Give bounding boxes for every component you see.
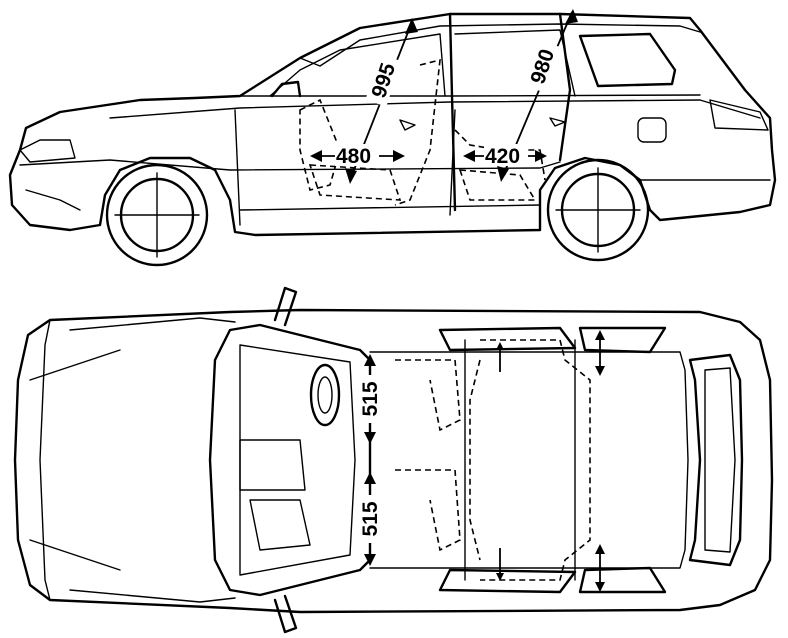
side-rear-window	[578, 32, 677, 88]
front-wheel	[105, 163, 209, 267]
side-view	[8, 9, 777, 267]
top-body-outline	[13, 308, 774, 614]
top-mirror-lower	[273, 594, 298, 634]
label-rear-legroom: 420	[485, 145, 520, 168]
top-rear-window	[688, 353, 744, 567]
top-mirror-upper	[273, 286, 298, 327]
top-windshield	[208, 323, 372, 597]
rear-wheel	[546, 158, 650, 262]
label-lower-shoulder: 515	[359, 501, 382, 536]
label-rear-headroom: 980	[526, 46, 559, 86]
label-upper-shoulder: 515	[359, 381, 382, 416]
label-front-legroom: 480	[336, 145, 371, 168]
label-front-headroom: 995	[367, 60, 400, 101]
top-view	[13, 286, 774, 634]
